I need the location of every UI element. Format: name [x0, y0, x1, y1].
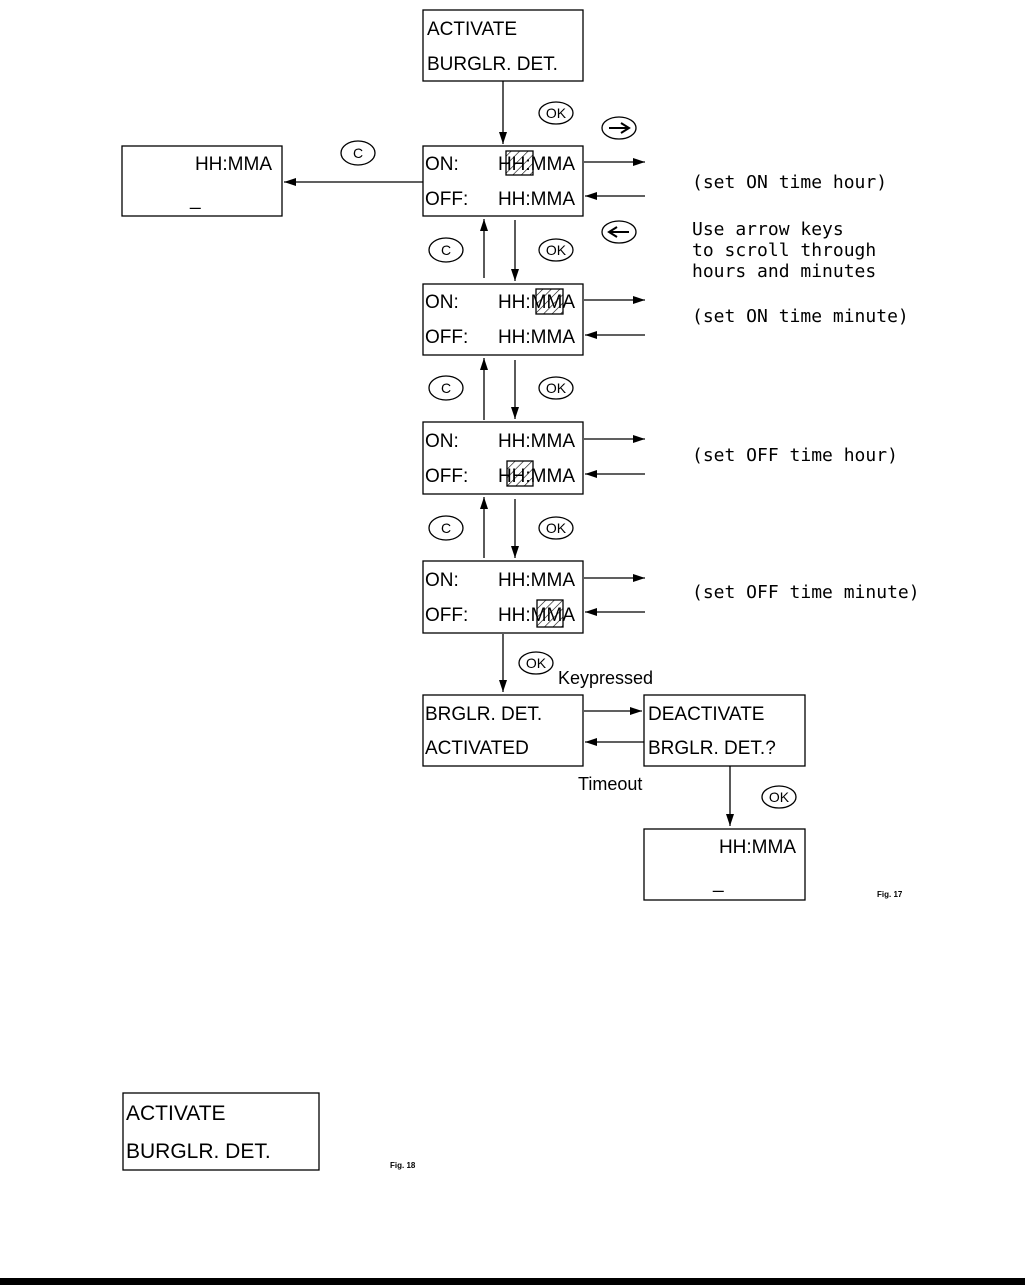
off-value: HH:MMA: [498, 327, 575, 348]
cancel-key-icon: C: [428, 237, 464, 263]
hour-cursor-hatch: [506, 460, 534, 487]
ok-key-icon: OK: [538, 516, 574, 540]
label-timeout: Timeout: [578, 774, 642, 794]
screen-on-hour: ON: HH:MMA OFF: HH:MMA: [422, 145, 584, 217]
off-value: HH:MMA: [498, 605, 575, 626]
ok-key-icon: OK: [518, 651, 554, 675]
ok-key-icon: OK: [538, 101, 574, 125]
on-label: ON:: [425, 431, 459, 452]
off-label: OFF:: [425, 466, 468, 487]
screen-fig18-line2: BURGLR. DET.: [126, 1140, 271, 1163]
minute-cursor-hatch: [536, 599, 564, 628]
on-label: ON:: [425, 154, 459, 175]
note-set-off-minute: (set OFF time minute): [692, 582, 920, 603]
screen-activated-line2: ACTIVATED: [425, 738, 529, 759]
screen-deactivate-line2: BRGLR. DET.?: [648, 738, 776, 759]
screen-on-minute: ON: HH:MMA OFF: HH:MMA: [422, 283, 584, 356]
off-label: OFF:: [425, 327, 468, 348]
screen-cancel-cursor: _: [189, 189, 201, 210]
cancel-key-icon: C: [428, 515, 464, 541]
screen-deactivate: DEACTIVATE BRGLR. DET.?: [643, 694, 806, 767]
screen-cancel-line1: HH:MMA: [195, 154, 272, 175]
svg-text:C: C: [441, 380, 451, 396]
left-arrow-key-icon: [601, 220, 637, 244]
note-set-on-hour: (set ON time hour): [692, 172, 887, 193]
label-keypressed: Keypressed: [558, 668, 653, 688]
note-set-off-hour: (set OFF time hour): [692, 445, 898, 466]
screen-deactivate-line1: DEACTIVATE: [648, 704, 764, 725]
cancel-key-icon: C: [428, 375, 464, 401]
svg-text:OK: OK: [769, 789, 790, 805]
screen-activated-line1: BRGLR. DET.: [425, 704, 542, 725]
screen-fig18: ACTIVATE BURGLR. DET.: [122, 1092, 320, 1171]
svg-text:OK: OK: [546, 380, 567, 396]
note-arrow-help-2: to scroll through: [692, 240, 876, 261]
ok-key-icon: OK: [538, 376, 574, 400]
on-label: ON:: [425, 292, 459, 313]
ok-key-icon: OK: [761, 785, 797, 809]
screen-activated: BRGLR. DET. ACTIVATED: [422, 694, 584, 767]
on-value: HH:MMA: [498, 292, 575, 313]
svg-text:C: C: [441, 520, 451, 536]
on-label: ON:: [425, 570, 459, 591]
screen-off-minute: ON: HH:MMA OFF: HH:MMA: [422, 560, 584, 634]
note-arrow-help-3: hours and minutes: [692, 261, 876, 282]
screen-final-cursor: _: [712, 872, 724, 893]
figure-label-18: Fig. 18: [390, 1161, 416, 1170]
page-bottom-rule: [0, 1278, 1025, 1285]
svg-text:C: C: [353, 145, 363, 161]
ok-key-icon: OK: [538, 238, 574, 262]
svg-text:OK: OK: [526, 655, 547, 671]
off-value: HH:MMA: [498, 189, 575, 210]
note-set-on-minute: (set ON time minute): [692, 306, 909, 327]
screen-activate-line2: BURGLR. DET.: [427, 54, 558, 75]
screen-fig18-line1: ACTIVATE: [126, 1102, 226, 1125]
screen-off-hour: ON: HH:MMA OFF: HH:MMA: [422, 421, 584, 495]
svg-text:OK: OK: [546, 242, 567, 258]
screen-activate-line1: ACTIVATE: [427, 19, 517, 40]
on-value: HH:MMA: [498, 570, 575, 591]
right-arrow-key-icon: [601, 116, 637, 140]
screen-final: HH:MMA _: [643, 828, 806, 901]
cancel-key-icon: C: [340, 140, 376, 166]
off-label: OFF:: [425, 605, 468, 626]
svg-text:OK: OK: [546, 520, 567, 536]
off-value: HH:MMA: [498, 466, 575, 487]
on-value: HH:MMA: [498, 154, 575, 175]
figure-label-17: Fig. 17: [877, 890, 903, 899]
minute-cursor-hatch: [535, 288, 564, 315]
svg-text:OK: OK: [546, 105, 567, 121]
screen-cancel: HH:MMA _: [121, 145, 283, 217]
svg-text:C: C: [441, 242, 451, 258]
off-label: OFF:: [425, 189, 468, 210]
hour-cursor-hatch: [505, 150, 534, 176]
screen-activate: ACTIVATE BURGLR. DET.: [422, 9, 584, 82]
screen-final-line1: HH:MMA: [719, 837, 796, 858]
on-value: HH:MMA: [498, 431, 575, 452]
note-arrow-help-1: Use arrow keys: [692, 219, 844, 240]
